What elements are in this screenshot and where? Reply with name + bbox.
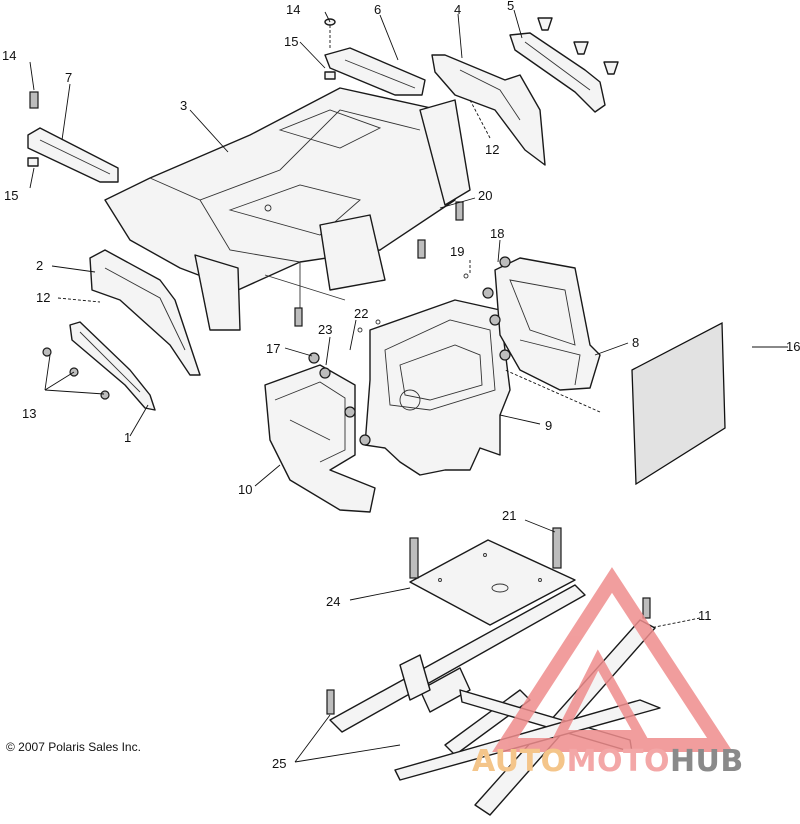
watermark-triangle-logo: [492, 567, 733, 752]
callout-21: 21: [502, 508, 516, 523]
callout-1: 1: [124, 430, 131, 445]
callout-12-right: 12: [485, 142, 499, 157]
callout-25: 25: [272, 756, 286, 771]
callout-19: 19: [450, 244, 464, 259]
callout-4: 4: [454, 2, 461, 17]
callout-5: 5: [507, 0, 514, 13]
watermark-auto: AUTO: [472, 744, 567, 779]
side-panel-part-2: [89, 249, 201, 376]
rail-part-5: [509, 32, 606, 113]
callout-15-left: 15: [4, 188, 18, 203]
watermark-hub: HUB: [669, 744, 744, 779]
callout-16: 16: [786, 339, 800, 354]
panel-part-9: [364, 299, 511, 476]
cargo-box-part: [104, 87, 471, 331]
callout-24: 24: [326, 594, 340, 609]
callout-9: 9: [545, 418, 552, 433]
leader-lines: [29, 9, 788, 763]
callout-11: 11: [698, 608, 712, 623]
callout-3: 3: [180, 98, 187, 113]
watermark-wordmark: AUTOMOTOHUB: [472, 744, 744, 779]
callout-23: 23: [318, 322, 332, 337]
callout-14-top: 14: [286, 2, 300, 17]
storage-bin-part-8: [494, 257, 601, 391]
callout-15-top: 15: [284, 34, 298, 49]
plate-part-24: [409, 539, 576, 626]
watermark-moto: MOTO: [566, 744, 670, 779]
callout-labels: 14 6 4 5 15 14 7 3 12 15 20 2 12 19 18 2…: [2, 0, 800, 771]
callout-6: 6: [374, 2, 381, 17]
copyright-text: © 2007 Polaris Sales Inc.: [6, 740, 141, 754]
callout-13: 13: [22, 406, 36, 421]
rail-part-6: [324, 47, 426, 96]
side-panel-part-4: [431, 54, 546, 166]
callout-8: 8: [632, 335, 639, 350]
callout-14-left: 14: [2, 48, 16, 63]
callout-20: 20: [478, 188, 492, 203]
callout-7: 7: [65, 70, 72, 85]
callout-12-left: 12: [36, 290, 50, 305]
frame-part-11: [329, 584, 661, 816]
sheet-part-16: [631, 321, 726, 486]
bracket-part-10: [264, 364, 376, 513]
callout-2: 2: [36, 258, 43, 273]
callout-17: 17: [266, 341, 280, 356]
callout-18: 18: [490, 226, 504, 241]
callout-22: 22: [354, 306, 368, 321]
rail-part-1: [69, 321, 156, 411]
hardware-fasteners: [27, 17, 651, 715]
callout-10: 10: [238, 482, 252, 497]
rail-part-7: [27, 127, 119, 183]
